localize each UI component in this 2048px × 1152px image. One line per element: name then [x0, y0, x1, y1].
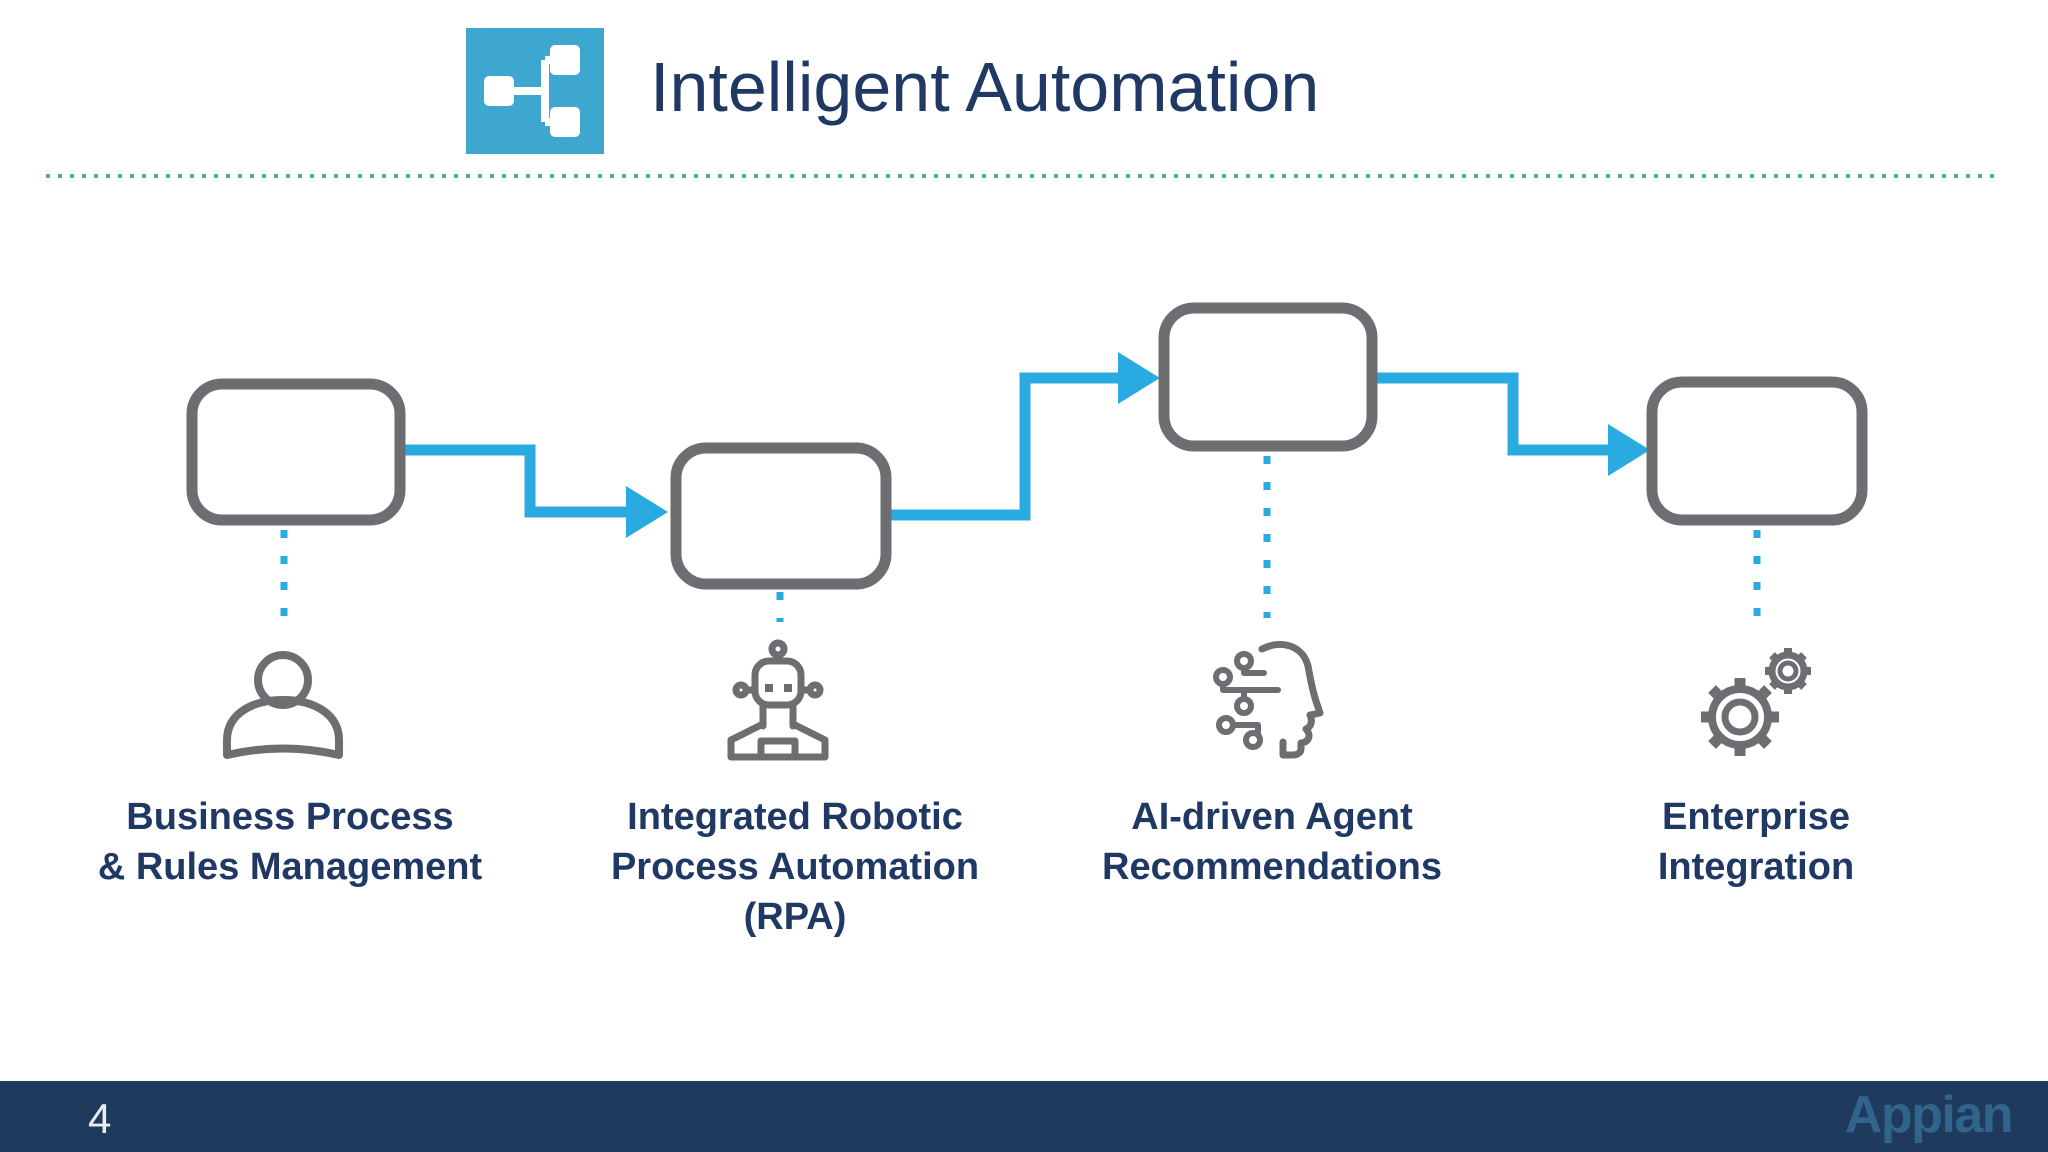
flow-box-3	[1158, 302, 1378, 452]
flow-arrow-1	[400, 444, 668, 538]
page-number: 4	[88, 1095, 112, 1142]
flow-box-4	[1646, 376, 1868, 526]
person-icon	[223, 651, 343, 759]
gears-icon	[1701, 648, 1811, 756]
process-diagram-icon	[466, 28, 604, 154]
step-label-rpa: Integrated Robotic Process Automation (R…	[545, 792, 1045, 942]
connector-dotted-lines	[280, 456, 1761, 622]
step-label-enterprise-integration: Enterprise Integration	[1506, 792, 2006, 892]
label-line: Enterprise	[1662, 796, 1850, 838]
ai-head-icon	[1213, 641, 1324, 759]
step-label-business-process: Business Process & Rules Management	[40, 792, 540, 892]
flow-arrow-3	[1372, 372, 1650, 476]
label-line: Recommendations	[1102, 846, 1442, 888]
label-line: (RPA)	[743, 896, 847, 938]
label-line: Integration	[1657, 846, 1855, 888]
footer-bar: 4 Appian	[0, 1081, 2048, 1152]
step-label-ai-agent: AI-driven Agent Recommendations	[1022, 792, 1522, 892]
appian-logo: Appian	[1844, 1086, 2014, 1144]
dotted-separator	[46, 174, 1998, 178]
label-line: Process Automation	[610, 846, 980, 888]
flow-arrow-2	[886, 352, 1160, 521]
label-line: Integrated Robotic	[627, 796, 963, 838]
label-line: Business Process	[126, 796, 454, 838]
page-title: Intelligent Automation	[650, 48, 1320, 126]
label-line: AI-driven Agent	[1131, 796, 1413, 838]
flow-box-2	[670, 442, 892, 590]
label-line: & Rules Management	[97, 846, 483, 888]
flow-box-1	[186, 378, 406, 526]
flow-boxes	[186, 302, 1868, 590]
robot-icon	[727, 639, 829, 761]
